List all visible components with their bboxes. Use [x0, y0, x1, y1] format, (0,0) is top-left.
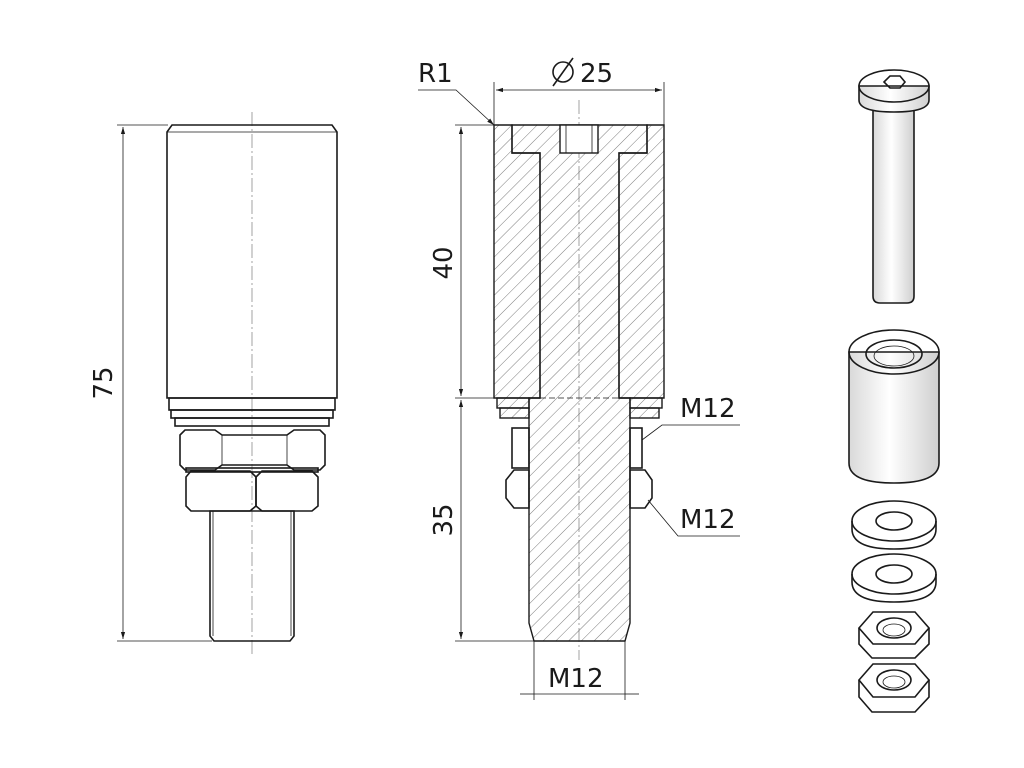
dim-label-r1: R1	[418, 59, 453, 89]
dim-label-m12-upper: M12	[680, 394, 736, 424]
dimension-diameter-25: 25	[493, 57, 665, 125]
dim-label-m12-lower: M12	[680, 505, 736, 535]
dim-label-35: 35	[429, 503, 459, 536]
hex-nut-lower	[857, 663, 931, 713]
washer-upper	[851, 500, 937, 550]
exploded-view	[848, 69, 940, 713]
dimension-75: 75	[89, 124, 212, 642]
dimension-35: 35	[429, 400, 534, 642]
dimension-r1: R1	[418, 59, 495, 126]
diameter-symbol-icon	[552, 57, 574, 87]
sleeve	[848, 329, 940, 484]
dimension-m12-shank: M12	[520, 641, 639, 700]
dim-label-40: 40	[429, 246, 459, 279]
cap-screw	[858, 69, 930, 304]
callout-m12-upper: M12	[641, 394, 740, 441]
section-view	[493, 100, 665, 660]
dim-label-75: 75	[89, 366, 119, 399]
washer-lower	[851, 553, 937, 603]
hex-nut-upper	[857, 611, 931, 659]
dim-label-25: 25	[580, 59, 613, 89]
callout-m12-lower: M12	[647, 499, 740, 537]
side-view	[166, 112, 338, 656]
dimension-40: 40	[429, 124, 494, 399]
dim-label-m12-shank: M12	[548, 664, 604, 694]
